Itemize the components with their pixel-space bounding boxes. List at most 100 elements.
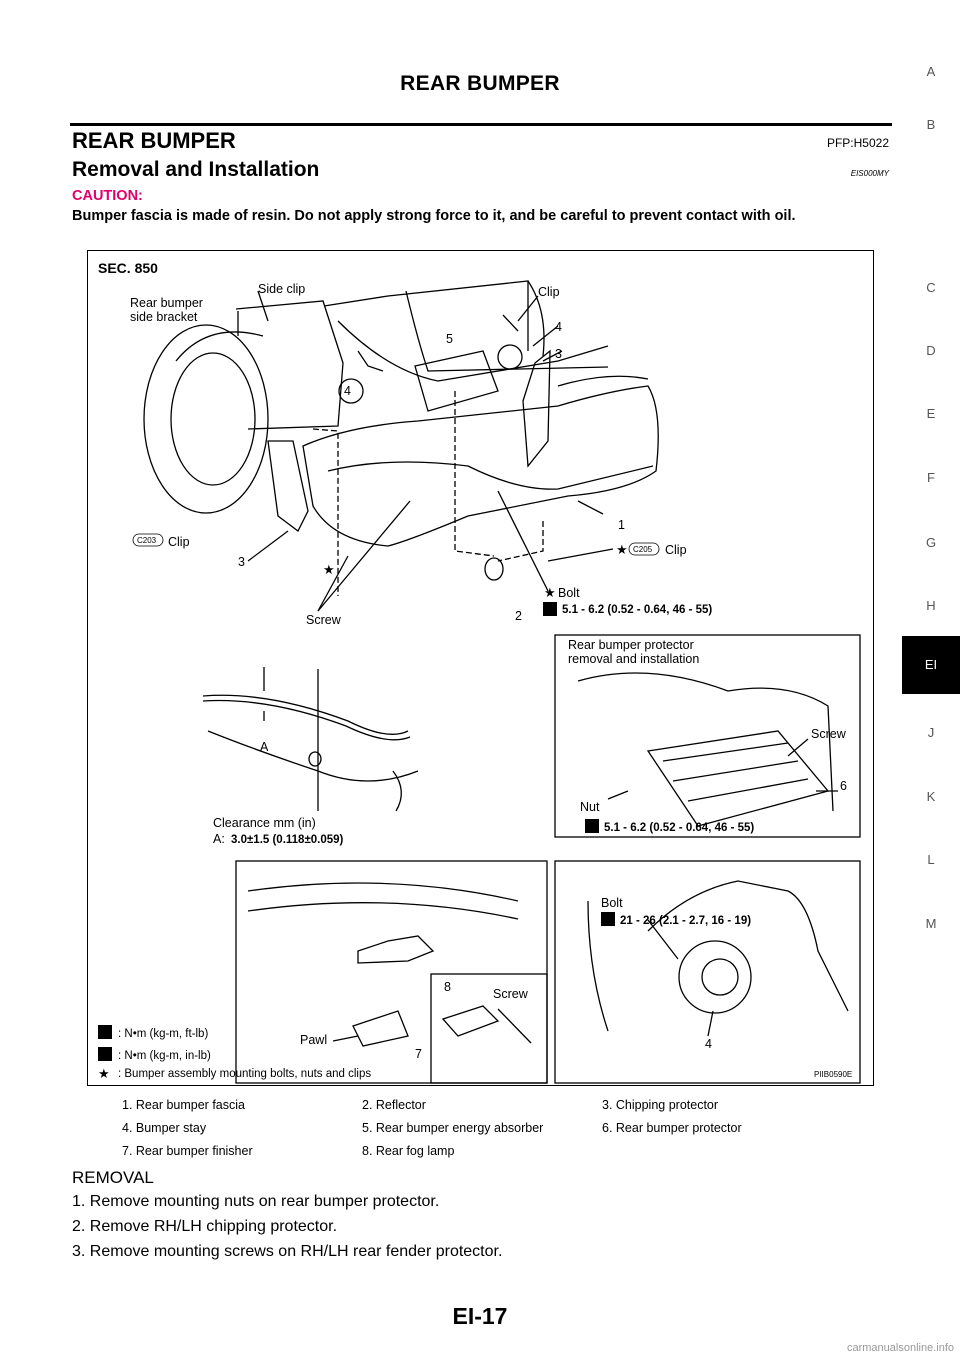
label-protector-title-1: Rear bumper protector [568,638,694,652]
sec-number: SEC. 850 [98,260,158,276]
fog-lamp-subframe [430,973,548,1084]
label-n3a: 3 [555,347,562,361]
index-tab-g[interactable]: G [925,535,937,550]
star-mark-bolt: ★ [544,585,556,600]
tire-inner [170,352,256,486]
label-n7: 7 [415,1047,422,1061]
label-clearance-2-value: 3.0±1.5 (0.118±0.059) [231,834,344,846]
tire-outline [143,324,269,514]
label-pawl: Pawl [300,1033,327,1047]
protector-inset-frame [554,634,861,838]
running-header: REAR BUMPER [400,72,560,95]
label-clearance-1: Clearance mm (in) [213,816,316,830]
legend-row: 1. Rear bumper fascia 2. Reflector 3. Ch… [122,1093,842,1116]
unit-icon-inlb [98,1047,112,1061]
bumper-edge-curve [202,694,409,735]
legend-item: 6. Rear bumper protector [602,1120,742,1135]
index-tab-b[interactable]: B [926,117,936,132]
figure-code: PIIB0590E [814,1070,852,1079]
removal-heading: REMOVAL [72,1168,154,1187]
label-screw: Screw [306,613,342,627]
index-tab-l[interactable]: L [927,852,935,867]
label-n2: 2 [515,609,522,623]
label-protector-nut: Nut [580,800,600,814]
index-tab-f[interactable]: F [927,470,935,485]
legend-row: 4. Bumper stay 5. Rear bumper energy abs… [122,1116,842,1139]
label-side-bracket-2: side bracket [130,310,198,324]
index-tab-e[interactable]: E [926,406,936,421]
label-n8: 8 [444,980,451,994]
label-stay-bolt: Bolt [601,896,623,910]
legend-item: 1. Rear bumper fascia [122,1097,245,1112]
rear-fog-lamp-shape [441,1005,500,1037]
caution-label: CAUTION: [72,188,143,204]
page-number: EI-17 [452,1303,508,1329]
exploded-view-figure: SEC. 850 Side clip Rear bumper side brac… [87,250,874,1086]
removal-step: 1. Remove mounting nuts on rear bumper p… [72,1193,440,1210]
label-clip-left-code: C203 [137,536,157,545]
energy-absorber-shape [414,350,499,412]
header-rule [70,123,892,126]
torque-wrench-icon-stay [601,912,615,926]
legend-item: 3. Chipping protector [602,1097,719,1112]
label-torque-stay: 21 - 26 (2.1 - 2.7, 16 - 19) [620,915,751,927]
label-clip-right-code: C205 [633,545,653,554]
torque-wrench-icon [543,602,557,616]
label-a-mark: A [260,740,269,754]
watermark: carmanualsonline.info [846,1342,954,1354]
index-tab-a[interactable]: A [926,64,936,79]
label-n6: 6 [840,779,847,793]
reflector-shape [484,557,504,581]
legend-item: 4. Bumper stay [122,1120,207,1135]
removal-steps: 1. Remove mounting nuts on rear bumper p… [72,1189,502,1264]
label-n4b: 4 [344,384,351,398]
label-protector-title-2: removal and installation [568,652,699,666]
removal-step: 3. Remove mounting screws on RH/LH rear … [72,1243,503,1260]
torque-wrench-icon-protector [585,819,599,833]
label-clip-right: Clip [665,543,687,557]
label-clearance-2-prefix: A: [213,832,225,846]
label-unit-1: : N•m (kg-m, ft-lb) [118,1028,208,1040]
label-n4a: 4 [555,320,562,334]
subsection-code: EIS000MY [850,169,889,178]
label-side-clip: Side clip [258,282,305,296]
index-tab-ei-active[interactable]: EI [902,636,960,694]
bumper-stay-shape [678,940,752,1014]
star-mark-legend: ★ [98,1066,110,1081]
star-mark-screw: ★ [323,562,335,577]
label-unit-2: : N•m (kg-m, in-lb) [118,1050,211,1062]
caution-text: Bumper fascia is made of resin. Do not a… [72,208,796,224]
finisher-inset-frame [235,860,548,1084]
parts-legend: 1. Rear bumper fascia 2. Reflector 3. Ch… [122,1093,842,1162]
subsection-title: Removal and Installation [72,158,320,181]
index-tab-k[interactable]: K [926,789,936,804]
index-tab-j[interactable]: J [927,725,935,740]
label-clip-top: Clip [538,285,560,299]
legend-row: 7. Rear bumper finisher 8. Rear fog lamp [122,1139,842,1162]
chipping-protector-right [522,349,551,468]
index-tab-d[interactable]: D [926,343,936,358]
label-finisher-screw: Screw [493,987,529,1001]
label-torque-protector: 5.1 - 6.2 (0.52 - 0.64, 46 - 55) [604,822,754,834]
legend-item: 7. Rear bumper finisher [122,1143,253,1158]
index-tab-m[interactable]: M [925,916,937,931]
bumper-stay-right [497,344,523,370]
label-n5: 5 [446,332,453,346]
index-tab-h[interactable]: H [926,598,936,613]
bumper-stay-left [338,378,364,404]
legend-item: 8. Rear fog lamp [362,1143,455,1158]
legend-item: 2. Reflector [362,1097,426,1112]
section-code: PFP:H5022 [826,136,889,150]
label-torque-main: 5.1 - 6.2 (0.52 - 0.64, 46 - 55) [562,604,712,616]
legend-item: 5. Rear bumper energy absorber [362,1120,544,1135]
label-n3b: 3 [238,555,245,569]
label-n4c: 4 [705,1037,712,1051]
rear-bumper-fascia-shape [302,385,659,547]
bumper-stay-inset-frame [554,860,861,1084]
index-tab-c[interactable]: C [926,280,936,295]
unit-icon-ftlb [98,1025,112,1039]
label-side-bracket-1: Rear bumper [130,296,203,310]
figure-drawing: SEC. 850 Side clip Rear bumper side brac… [98,260,861,1084]
label-protector-screw: Screw [811,727,847,741]
chipping-protector-left [267,440,309,532]
